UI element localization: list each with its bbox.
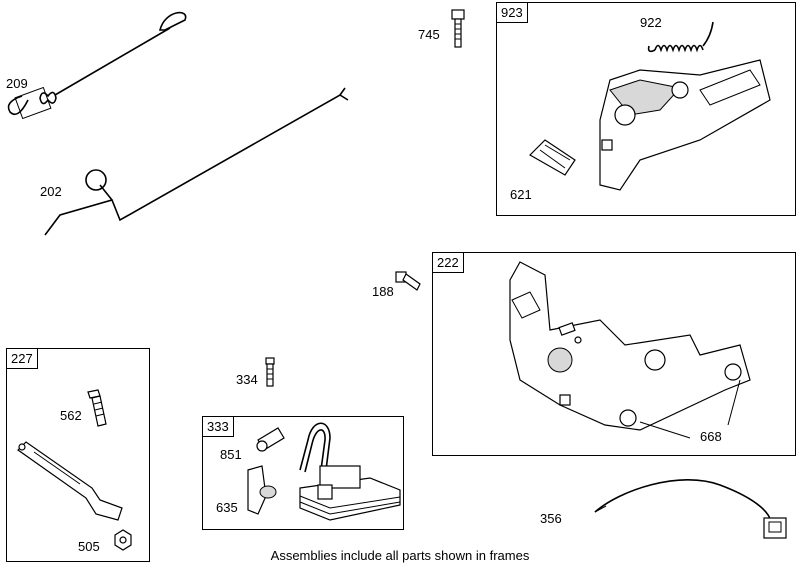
bolt-188-drawing — [395, 271, 421, 291]
frame-222-tag: 222 — [433, 253, 464, 273]
label-668: 668 — [700, 429, 722, 444]
label-356: 356 — [540, 511, 562, 526]
label-505: 505 — [78, 539, 100, 554]
label-188: 188 — [372, 284, 394, 299]
frame-923: 923 — [496, 2, 796, 216]
label-922: 922 — [640, 15, 662, 30]
bolt-745-drawing — [451, 9, 465, 48]
label-635: 635 — [216, 500, 238, 515]
label-334: 334 — [236, 372, 258, 387]
label-562: 562 — [60, 408, 82, 423]
label-621: 621 — [510, 187, 532, 202]
ground-wire-356-drawing — [594, 478, 787, 539]
diagram-caption: Assemblies include all parts shown in fr… — [270, 548, 530, 563]
governor-assembly-923-drawing — [529, 21, 771, 191]
label-851: 851 — [220, 447, 242, 462]
bracket-222-drawing — [509, 261, 751, 439]
label-202: 202 — [40, 184, 62, 199]
frame-333: 333 — [202, 416, 404, 530]
ignition-333-drawing — [247, 422, 401, 521]
bolt-334-drawing — [265, 357, 275, 387]
label-209: 209 — [6, 76, 28, 91]
spring-209-drawing — [7, 11, 187, 120]
frame-227: 227 — [6, 348, 150, 562]
frame-923-tag: 923 — [497, 3, 528, 23]
frame-222: 222 — [432, 252, 796, 456]
governor-arm-227-drawing — [17, 389, 132, 551]
frame-227-tag: 227 — [7, 349, 38, 369]
rod-202-drawing — [44, 87, 349, 236]
frame-333-tag: 333 — [203, 417, 234, 437]
label-745: 745 — [418, 27, 440, 42]
